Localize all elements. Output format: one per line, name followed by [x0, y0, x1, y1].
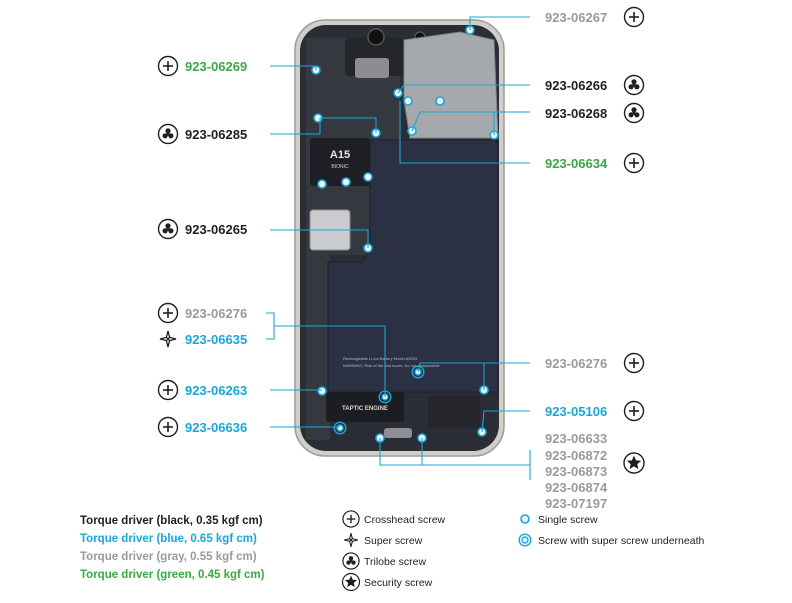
label-r11: 923-07197 — [545, 496, 607, 511]
label-r2: 923-06266 — [545, 78, 607, 93]
trilobe-icon — [625, 104, 644, 123]
bracket — [355, 58, 389, 78]
crosshead-icon — [159, 57, 178, 76]
legend-crosshead: Crosshead screw — [364, 514, 446, 526]
legend-trilobe: Trilobe screw — [364, 556, 426, 568]
screw-marker — [342, 178, 350, 186]
crosshead-icon — [625, 402, 644, 421]
label-r7: 923-06633 — [545, 431, 607, 446]
crosshead-icon — [625, 354, 644, 373]
label-r9: 923-06873 — [545, 464, 607, 479]
crosshead-icon — [159, 381, 178, 400]
taptic-label: TAPTIC ENGINE — [342, 406, 388, 412]
legend-torque-black: Torque driver (black, 0.35 kgf cm) — [80, 515, 263, 527]
legend-single: Single screw — [538, 514, 598, 526]
label-r5: 923-06276 — [545, 356, 607, 371]
screw-marker — [364, 173, 372, 181]
screw-marker — [436, 97, 444, 105]
crosshead-icon — [625, 8, 644, 27]
label-r6: 923-05106 — [545, 404, 607, 419]
label-l6: 923-06263 — [185, 383, 247, 398]
label-l4: 923-06276 — [185, 306, 247, 321]
a15-chip — [310, 138, 370, 186]
legend-super: Super screw — [364, 535, 423, 547]
label-l1: 923-06269 — [185, 59, 247, 74]
chip-sub: BIONIC — [331, 164, 349, 170]
trilobe-icon — [343, 553, 359, 569]
screw-marker — [318, 387, 326, 395]
trilobe-icon — [159, 125, 178, 144]
label-r3: 923-06268 — [545, 106, 607, 121]
label-r10: 923-06874 — [545, 480, 608, 495]
left-labels: 923-06269 923-06285 923-06265 923-06276 … — [159, 57, 248, 437]
super-screw-icon — [344, 533, 358, 547]
trilobe-icon — [625, 76, 644, 95]
legend-torque-green: Torque driver (green, 0.45 kgf cm) — [80, 569, 265, 581]
single-screw-marker-icon — [521, 515, 529, 523]
label-r4: 923-06634 — [545, 156, 608, 171]
label-r8: 923-06872 — [545, 448, 607, 463]
label-l2: 923-06285 — [185, 127, 247, 142]
security-screw-icon — [343, 574, 360, 591]
trilobe-icon — [159, 220, 178, 239]
right-labels: 923-06267 923-06266 923-06268 923-06634 … — [545, 8, 644, 496]
super-screw-icon — [160, 331, 176, 347]
battery-warning: WARNING: Risk of fire and burns. Do not … — [343, 363, 441, 368]
label-l7: 923-06636 — [185, 420, 247, 435]
double-screw-marker-icon — [519, 534, 531, 546]
label-l3: 923-06265 — [185, 222, 247, 237]
security-screw-icon — [624, 453, 644, 473]
crosshead-icon — [343, 511, 359, 527]
legend-torque-blue: Torque driver (blue, 0.65 kgf cm) — [80, 533, 257, 545]
crosshead-icon — [159, 418, 178, 437]
front-camera — [368, 29, 384, 45]
label-r1: 923-06267 — [545, 10, 607, 25]
label-l5: 923-06635 — [185, 332, 247, 347]
chip-brand: A15 — [330, 149, 350, 161]
legend-security: Security screw — [364, 577, 433, 589]
crosshead-icon — [625, 154, 644, 173]
legend-torque-gray: Torque driver (gray, 0.55 kgf cm) — [80, 551, 257, 563]
loudspeaker — [428, 396, 480, 428]
battery-text: Rechargeable Li-ion Battery Model A2653 — [343, 356, 418, 361]
screw-marker — [404, 97, 412, 105]
charge-port — [384, 428, 412, 438]
crosshead-icon — [159, 304, 178, 323]
legend: Torque driver (black, 0.35 kgf cm) Torqu… — [80, 511, 704, 591]
legend-double: Screw with super screw underneath — [538, 535, 704, 547]
screw-marker — [318, 180, 326, 188]
